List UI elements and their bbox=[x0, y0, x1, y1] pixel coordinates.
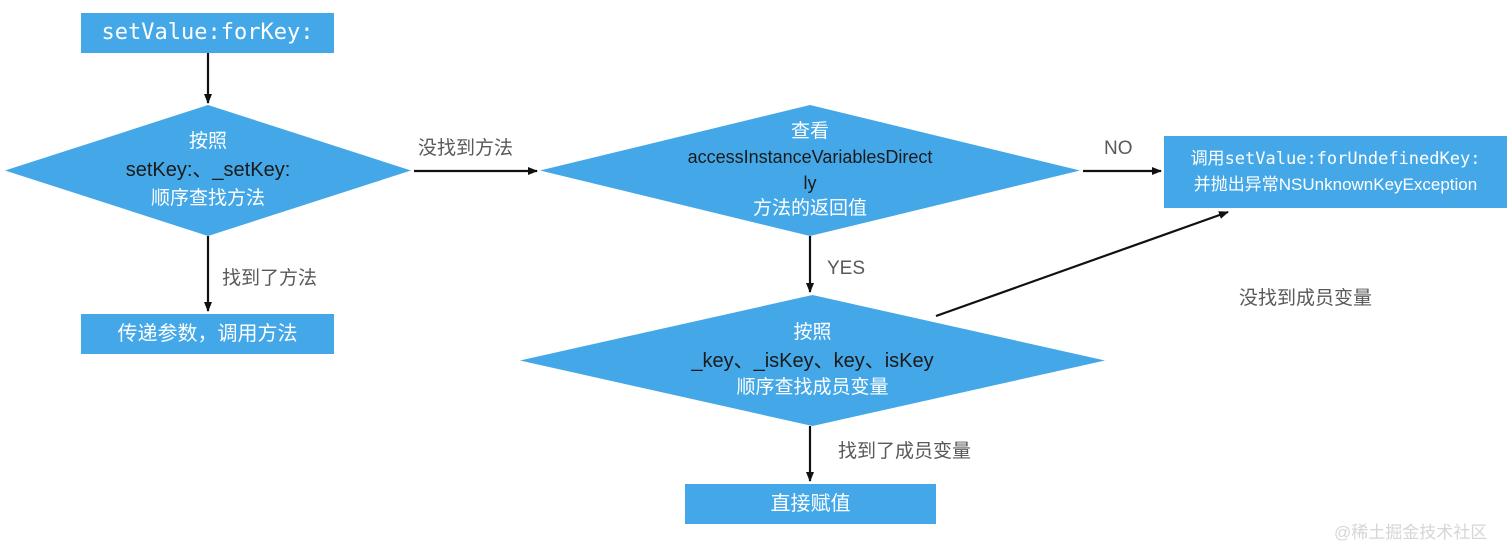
node-undefined-line1-code: setValue:forUndefinedKey: bbox=[1224, 148, 1481, 169]
node-access-ivar-line4: 方法的返回值 bbox=[752, 197, 867, 219]
node-find-method-line2: setKey:、_setKey: bbox=[125, 159, 291, 181]
edge-label-method-not-found: 没找到方法 bbox=[418, 138, 514, 159]
node-assign-line1: 直接赋值 bbox=[770, 492, 851, 515]
node-direct-assign[interactable]: 直接赋值 bbox=[685, 484, 936, 524]
node-find-method-line3: 顺序查找方法 bbox=[150, 188, 265, 209]
node-setvalue-line1: setValue:forKey: bbox=[101, 19, 314, 45]
edge-label-yes: YES bbox=[827, 258, 866, 279]
watermark: @稀土掘金技术社区 bbox=[1334, 523, 1488, 542]
node-setvalue-forkey[interactable]: setValue:forKey: bbox=[81, 13, 334, 53]
node-call-method-line1: 传递参数，调用方法 bbox=[117, 322, 298, 345]
node-access-ivar-line2: accessInstanceVariablesDirect bbox=[687, 147, 933, 168]
node-find-ivar-line3: 顺序查找成员变量 bbox=[736, 376, 889, 398]
node-find-ivar-line1: 按照 bbox=[793, 321, 832, 343]
node-find-instance-variable[interactable]: 按照 _key、_isKey、key、isKey 顺序查找成员变量 bbox=[520, 295, 1105, 426]
node-find-method[interactable]: 按照 setKey:、_setKey: 顺序查找方法 bbox=[5, 105, 411, 236]
node-find-method-line1: 按照 bbox=[188, 131, 227, 153]
node-setvalue-forundefinedkey[interactable]: 调用setValue:forUndefinedKey: 并抛出异常NSUnkno… bbox=[1164, 136, 1507, 208]
node-undefined-line1-prefix: 调用 bbox=[1190, 148, 1225, 168]
node-access-ivar-line3: ly bbox=[803, 172, 817, 193]
edge-label-ivar-found: 找到了成员变量 bbox=[838, 441, 972, 462]
node-undefined-line1: 调用setValue:forUndefinedKey: bbox=[1164, 146, 1507, 172]
node-find-ivar-line2: _key、_isKey、key、isKey bbox=[691, 349, 934, 372]
edge-label-no: NO bbox=[1104, 138, 1133, 159]
edge-label-ivar-not-found: 没找到成员变量 bbox=[1239, 288, 1373, 309]
node-access-instance-variables-directly[interactable]: 查看 accessInstanceVariablesDirect ly 方法的返… bbox=[540, 105, 1080, 236]
node-access-ivar-line1: 查看 bbox=[790, 120, 829, 142]
node-call-method[interactable]: 传递参数，调用方法 bbox=[81, 314, 334, 354]
edge-label-method-found: 找到了方法 bbox=[222, 268, 318, 289]
node-undefined-line2: 并抛出异常NSUnknownKeyException bbox=[1193, 175, 1478, 194]
